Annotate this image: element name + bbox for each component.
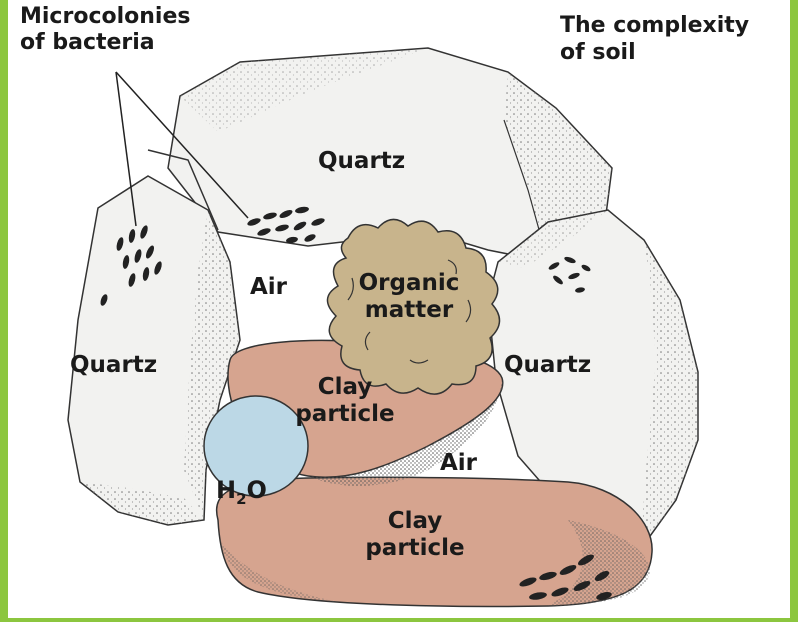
clay-upper-label: Clay particle xyxy=(280,374,410,428)
water-h: H xyxy=(216,476,236,504)
microcolonies-label: Microcolonies of bacteria xyxy=(20,4,190,56)
organic-matter-label: Organic matter xyxy=(350,270,468,324)
diagram-title: The complexity of soil xyxy=(560,12,749,66)
quartz-top-label: Quartz xyxy=(318,148,405,175)
diagram-frame: Microcolonies of bacteria The complexity… xyxy=(8,0,790,618)
quartz-right-label: Quartz xyxy=(504,352,591,379)
quartz-left-label: Quartz xyxy=(70,352,157,379)
clay-lower-label: Clay particle xyxy=(350,508,480,562)
water-o: O xyxy=(247,476,267,504)
air-top-label: Air xyxy=(250,274,287,301)
water-subscript: 2 xyxy=(236,490,246,508)
air-bottom-label: Air xyxy=(440,450,477,477)
water-label: H2O xyxy=(216,450,267,513)
